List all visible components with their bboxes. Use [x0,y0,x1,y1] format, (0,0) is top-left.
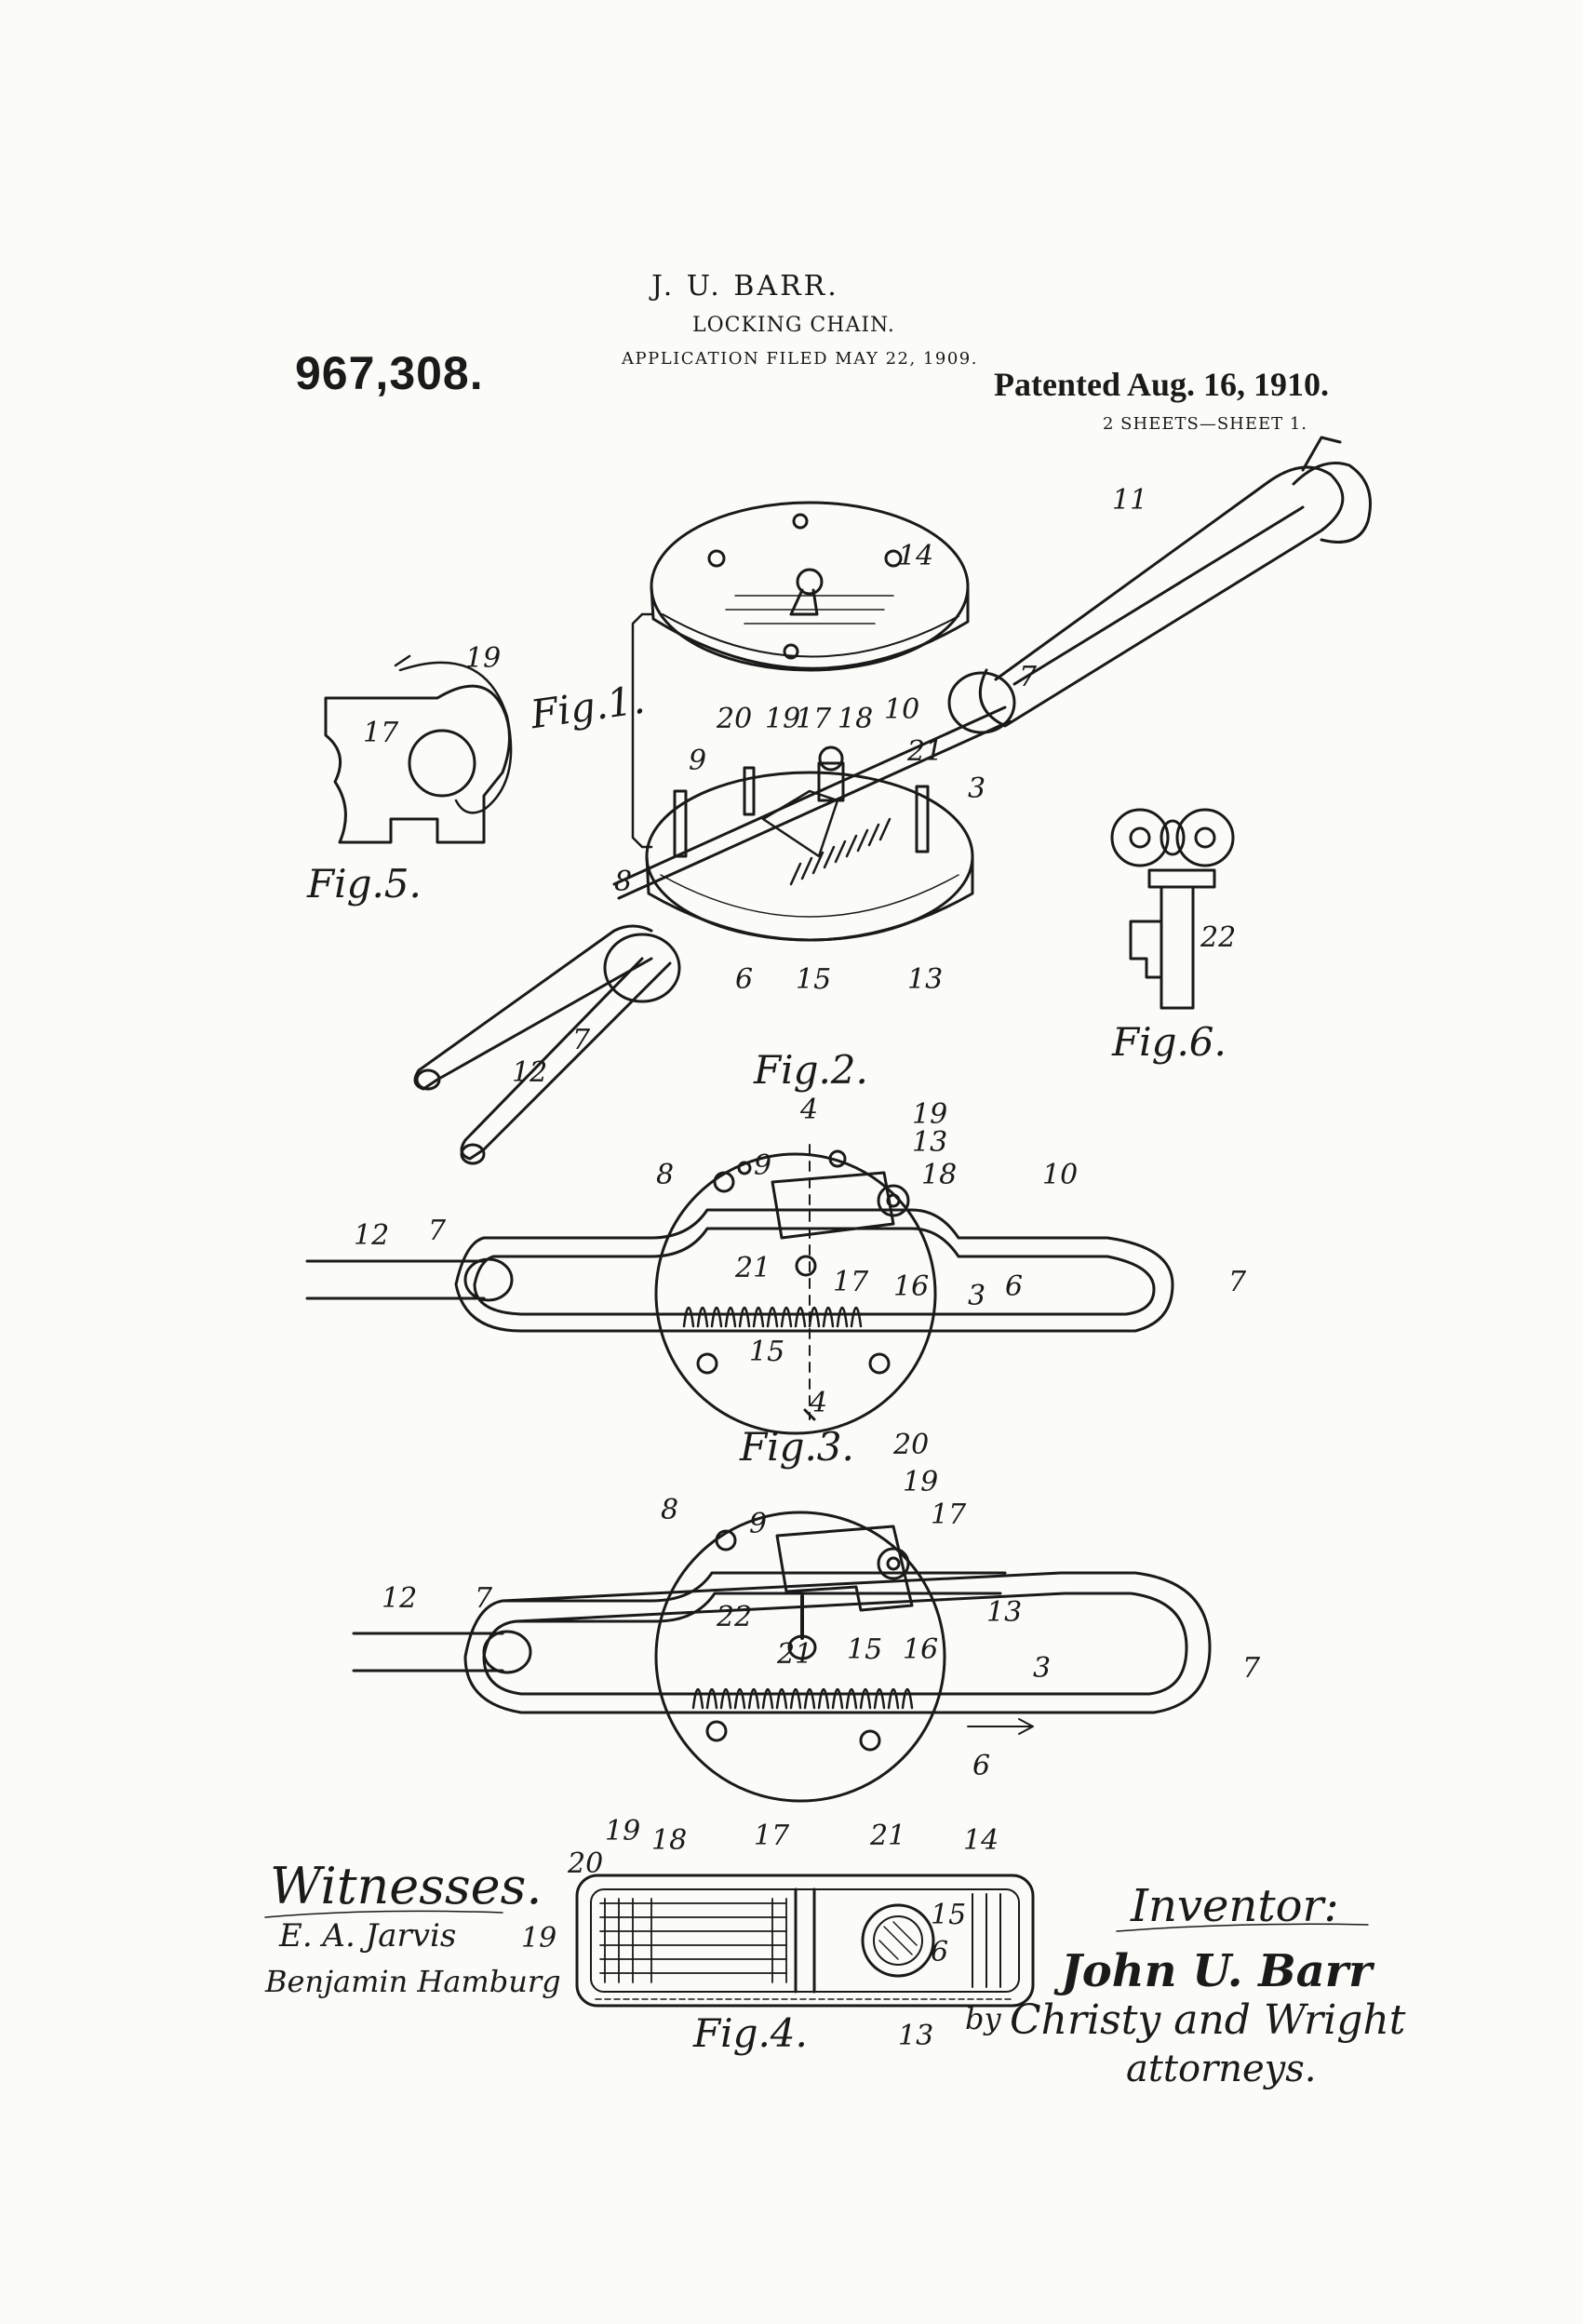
ref-22-fig3: 22 [717,1601,753,1633]
fig4-label: Fig.4. [693,2010,808,2056]
figure-2-drawing [305,1144,1174,1435]
ref-9-fig2: 9 [754,1149,772,1182]
application-date: APPLICATION FILED MAY 22, 1909. [622,349,978,369]
ref-14-fig4: 14 [963,1824,999,1857]
ref-13-fig2: 13 [912,1126,948,1159]
fig5-label: Fig.5. [307,861,422,907]
figure-3-drawing [352,1511,1212,1803]
ref-19-fig4-left: 19 [521,1922,557,1955]
ref-19-fig3: 19 [903,1466,939,1498]
ref-10-fig2: 10 [1042,1159,1079,1191]
ref-20-fig4: 20 [568,1847,604,1880]
ref-17-fig3: 17 [931,1498,967,1531]
ref-15-fig3: 15 [847,1633,883,1666]
figure-1-drawing [413,436,1372,1165]
ref-10: 10 [884,693,920,726]
ref-13-fig4: 13 [898,2020,934,2052]
ref-8: 8 [614,866,633,898]
patentee-name: J. U. BARR. [651,270,839,302]
ref-6: 6 [735,963,754,996]
witness-1-signature: E. A. Jarvis [279,1917,457,1955]
ref-3-fig3: 3 [1033,1652,1052,1685]
ref-7-fig2-left: 7 [428,1215,447,1247]
ref-15-fig4: 15 [931,1899,967,1931]
witnesses-label: Witnesses. [270,1857,543,1915]
attorneys-label: attorneys. [1126,2048,1317,2090]
patent-date: Patented Aug. 16, 1910. [994,366,1329,403]
ref-16-fig3: 16 [903,1633,939,1666]
ref-18: 18 [838,703,874,735]
ref-20: 20 [717,703,753,735]
ref-18-fig4: 18 [651,1824,688,1857]
ref-19-fig2: 19 [912,1098,948,1131]
ref-12-fig3: 12 [382,1582,418,1615]
ref-21: 21 [907,735,944,768]
ref-17-fig4: 17 [754,1820,790,1852]
ref-21-fig2: 21 [735,1252,771,1284]
ref-18-fig2: 18 [921,1159,958,1191]
ref-12-fig2: 12 [354,1219,390,1252]
ref-12: 12 [512,1056,548,1089]
by-label: by [965,2001,1001,2036]
ref-19-fig4-top: 19 [605,1815,641,1847]
ref-21-fig3: 21 [777,1638,813,1671]
ref-22: 22 [1200,921,1237,954]
witness-2-signature: Benjamin Hamburg [265,1964,561,1999]
ref-9-fig3: 9 [749,1508,768,1540]
ref-6-fig2: 6 [1005,1270,1024,1303]
fig6-label: Fig.6. [1112,1019,1227,1065]
patent-number: 967,308. [295,347,484,399]
ref-15: 15 [796,963,832,996]
ref-19: 19 [765,703,801,735]
ref-17: 17 [796,703,832,735]
fig2-label: Fig.2. [754,1047,868,1093]
ref-8-fig3: 8 [661,1494,679,1526]
fig3-label: Fig.3. [740,1424,854,1470]
ref-7: 7 [1019,661,1038,693]
inventor-label: Inventor: [1131,1880,1339,1932]
witness-underline [264,1910,503,1918]
ref-6-fig4: 6 [931,1936,949,1968]
ref-11: 11 [1112,484,1148,517]
ref-7-fig2-right: 7 [1228,1266,1247,1298]
figure-4-drawing [575,1874,1035,2008]
ref-4-fig2-bottom: 4 [810,1387,828,1419]
inventor-signature: John U. Barr [1061,1945,1373,1997]
ref-19-fig5: 19 [465,642,502,675]
figure-6-drawing [1110,808,1235,1010]
attorneys-signature: Christy and Wright [1010,1996,1406,2044]
ref-16-fig2: 16 [893,1270,930,1303]
ref-14: 14 [898,540,934,572]
ref-3-fig2: 3 [968,1280,986,1312]
ref-17-fig5: 17 [363,717,399,749]
ref-6-fig3: 6 [972,1750,991,1782]
ref-4-fig2-top: 4 [800,1094,819,1126]
ref-8-fig2: 8 [656,1159,675,1191]
invention-title: LOCKING CHAIN. [692,314,895,337]
ref-7-fig3-left: 7 [475,1582,493,1615]
sheet-count: 2 SHEETS—SHEET 1. [1103,414,1308,434]
ref-15-fig2: 15 [749,1336,785,1368]
ref-7-fig3-right: 7 [1242,1652,1261,1685]
ref-17-fig2: 17 [833,1266,869,1298]
ref-9: 9 [689,745,707,777]
ref-7-lower: 7 [572,1024,591,1056]
ref-20-fig3: 20 [893,1429,930,1461]
ref-3: 3 [968,772,986,805]
ref-21-fig4: 21 [870,1820,906,1852]
ref-13-fig3: 13 [986,1596,1023,1629]
ref-13: 13 [907,963,944,996]
figure-5-drawing [324,654,513,844]
